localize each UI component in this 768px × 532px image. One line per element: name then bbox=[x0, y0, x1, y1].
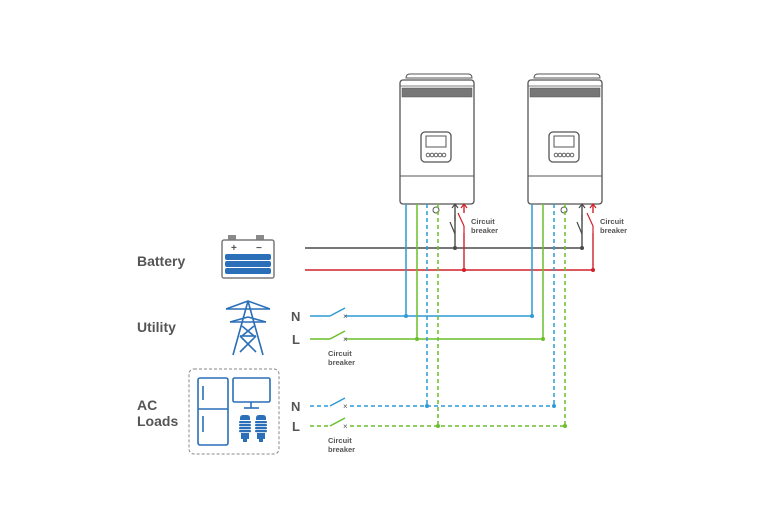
ac-loads-box bbox=[188, 368, 280, 455]
load-neutral-wire bbox=[310, 204, 556, 408]
utility-breaker-x-marks: × × bbox=[343, 312, 348, 344]
ac-loads-label-line2: Loads bbox=[137, 413, 178, 429]
dc-breaker-2-label-line1: Circuit bbox=[600, 217, 624, 226]
battery-positive-terminal-label: + bbox=[231, 243, 237, 254]
refrigerator-icon bbox=[197, 377, 229, 446]
dc-breaker-1-label-line2: breaker bbox=[471, 226, 498, 235]
utility-breaker-label-line1: Circuit bbox=[328, 349, 352, 358]
dc-breaker-1-label-line1: Circuit bbox=[471, 217, 495, 226]
ac-loads-label-line1: AC bbox=[137, 397, 157, 413]
load-breaker-label-line1: Circuit bbox=[328, 436, 352, 445]
battery-negative-terminal-label: − bbox=[256, 243, 262, 254]
transmission-tower-icon bbox=[225, 300, 271, 356]
inverter-unit-2 bbox=[527, 73, 603, 214]
svg-text:×: × bbox=[343, 422, 348, 431]
svg-text:×: × bbox=[343, 312, 348, 321]
utility-line-label: L bbox=[292, 332, 300, 347]
load-breaker-label-line2: breaker bbox=[328, 445, 355, 454]
svg-text:×: × bbox=[343, 335, 348, 344]
battery-section-label: Battery bbox=[137, 253, 185, 269]
inverter-unit-1 bbox=[399, 73, 475, 214]
load-line-label: L bbox=[292, 419, 300, 434]
utility-neutral-wire bbox=[310, 204, 534, 318]
load-breaker-x-marks: × × bbox=[343, 402, 348, 431]
dc-breaker-1 bbox=[449, 203, 468, 235]
lightbulb-icon bbox=[255, 415, 267, 442]
svg-text:×: × bbox=[343, 402, 348, 411]
load-neutral-label: N bbox=[291, 399, 300, 414]
utility-breaker-label-line2: breaker bbox=[328, 358, 355, 367]
battery-negative-bus bbox=[305, 204, 584, 250]
utility-neutral-label: N bbox=[291, 309, 300, 324]
load-line-wire bbox=[310, 204, 567, 428]
battery-positive-bus bbox=[305, 204, 595, 272]
dc-breaker-2-label-line2: breaker bbox=[600, 226, 627, 235]
lightbulb-icon bbox=[239, 415, 251, 442]
utility-section-label: Utility bbox=[137, 319, 176, 335]
dc-breaker-2 bbox=[576, 203, 597, 235]
utility-line-wire bbox=[310, 204, 545, 341]
battery-icon: + − bbox=[221, 235, 275, 279]
monitor-icon bbox=[232, 377, 271, 409]
